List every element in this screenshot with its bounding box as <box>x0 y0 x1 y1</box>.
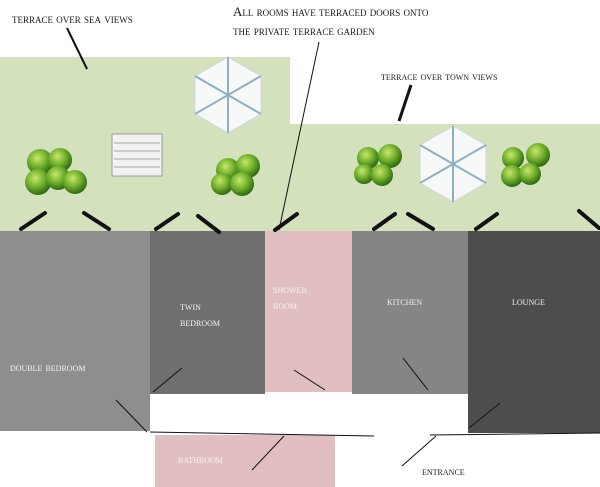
all-rooms-label-2: the private terrace garden <box>233 23 375 38</box>
shower-room-label-line-2: room <box>273 300 298 312</box>
twin-bedroom-label-line-2: bedroom <box>180 315 221 329</box>
twin-bedroom <box>150 231 265 394</box>
all-rooms-label: All rooms have terraced doors onto <box>233 4 429 19</box>
shrub-4-icon <box>501 143 550 187</box>
lounge-label: lounge <box>512 294 545 308</box>
shrub-3-icon <box>354 144 402 186</box>
shower-room <box>265 231 352 392</box>
kitchen-label: kitchen <box>387 294 423 308</box>
sea-terrace-label: terrace over sea views <box>12 11 133 26</box>
town-terrace-label: terrace over town views <box>381 69 498 83</box>
shrub-2-icon <box>211 154 260 196</box>
lounge <box>468 231 600 433</box>
twin-bedroom-label-line-1: twin <box>180 299 201 313</box>
double-bedroom-label: double bedroom <box>10 360 86 374</box>
double-bedroom <box>0 231 150 431</box>
internal-doors <box>115 357 600 471</box>
parasol-2-icon <box>419 125 487 203</box>
bathroom-label: bathroom <box>178 452 223 466</box>
parasol-1-icon <box>194 56 262 134</box>
bathroom <box>155 435 335 487</box>
sun-lounger-icon <box>111 133 163 177</box>
entrance-label: entrance <box>422 464 465 478</box>
shrub-1-icon <box>25 148 87 195</box>
pointer-lines <box>66 27 413 231</box>
shower-room-label-line-1: shower <box>273 284 307 296</box>
terrace-doors <box>19 209 600 234</box>
